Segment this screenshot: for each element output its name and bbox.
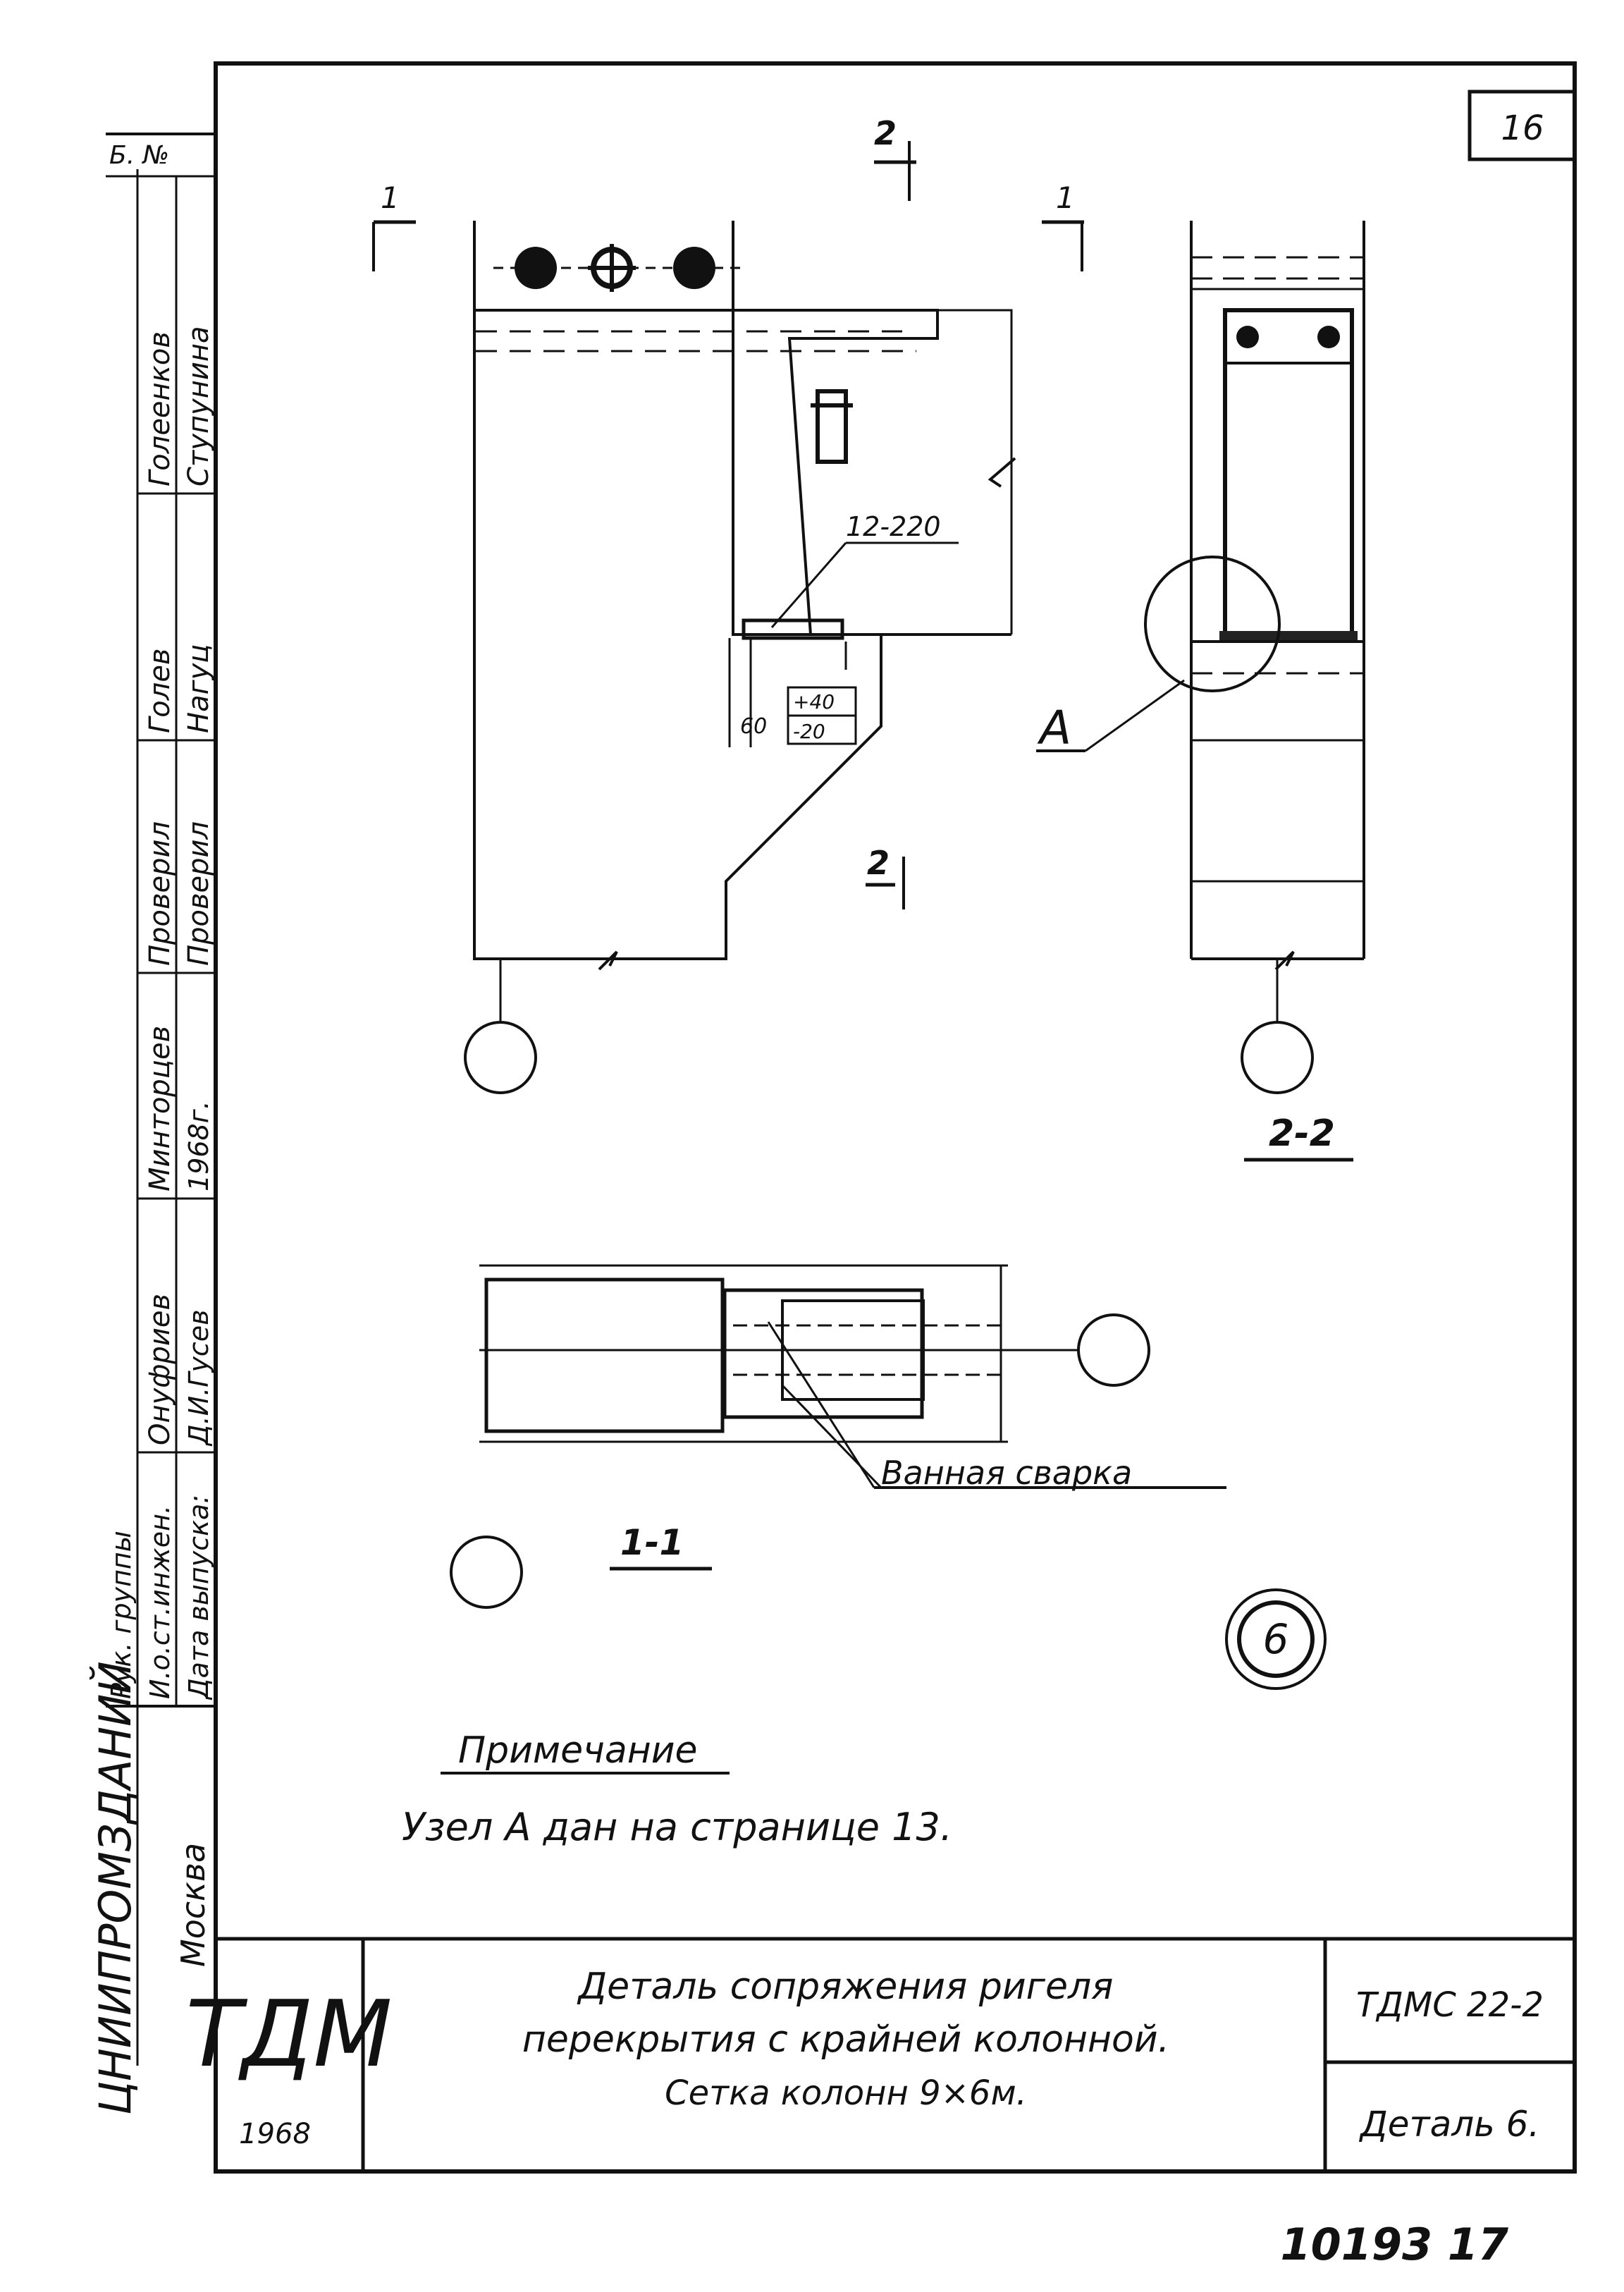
org-name: ЦНИИПРОМЗДАНИЙ bbox=[89, 1661, 141, 2115]
axis-bubble-plan-lower bbox=[450, 1536, 523, 1609]
axis-bubble-plan bbox=[1077, 1313, 1150, 1387]
section-1-left: 1 bbox=[381, 180, 400, 215]
axis-bubble-right bbox=[1241, 1021, 1314, 1094]
page-number-box bbox=[1468, 90, 1577, 161]
beam-end-section bbox=[732, 309, 939, 636]
section-2-bottom: 2 bbox=[867, 844, 890, 882]
rebar-label: 12-220 bbox=[846, 511, 941, 542]
embedded-plate bbox=[816, 389, 848, 464]
mark-inner-circle bbox=[1237, 1600, 1315, 1678]
stamp-col5-top: Онуфриев bbox=[144, 1294, 176, 1445]
weld-label: Ванная сварка bbox=[881, 1454, 1132, 1492]
inventory-label: Б. № bbox=[109, 141, 169, 170]
stamp-col1-top: Голеенков bbox=[144, 331, 176, 486]
title-year: 1968 bbox=[239, 2118, 311, 2150]
side-stamp: Б. № Голеенков Ступунина Голев Нагуц Про… bbox=[89, 133, 216, 2115]
dim-plus: +40 bbox=[793, 690, 835, 713]
stamp-col3-bottom: Проверил bbox=[183, 821, 215, 966]
note-text: Узел А дан на странице 13. bbox=[402, 1805, 952, 1849]
title-line-2: перекрытия с крайней колонной. bbox=[522, 2018, 1169, 2061]
stamp-role-3: Дата выпуска: bbox=[183, 1495, 214, 1700]
title-code: ТДМС 22-2 bbox=[1356, 1985, 1544, 2025]
node-a-circle bbox=[1144, 556, 1281, 692]
mark-outer-circle bbox=[1225, 1588, 1327, 1690]
beam-section-hatched bbox=[1223, 308, 1354, 637]
stamp-col2-bottom: Нагуц bbox=[183, 644, 215, 733]
archive-number: 10193 17 bbox=[1280, 2219, 1508, 2270]
mark-number: 6 bbox=[1263, 1615, 1289, 1663]
title-line-1: Деталь сопряжения ригеля bbox=[577, 1966, 1114, 2008]
stamp-col5-bottom: Д.И.Гусев bbox=[183, 1309, 214, 1447]
tdm-logo: ТДМ bbox=[185, 1980, 392, 2088]
node-a-label: А bbox=[1037, 701, 1071, 755]
section-2-2: А 2-2 bbox=[1036, 221, 1365, 1162]
stamp-col1-bottom: Ступунина bbox=[183, 326, 215, 486]
stamp-col4-top: Минторцев bbox=[144, 1026, 176, 1191]
org-city: Москва bbox=[174, 1843, 212, 1967]
section-2-top: 2 bbox=[874, 114, 897, 152]
axis-bubble-left bbox=[464, 1021, 537, 1094]
sheet-frame bbox=[214, 61, 1577, 2174]
view-1-1-label: 1-1 bbox=[620, 1522, 684, 1563]
page-number: 16 bbox=[1501, 109, 1544, 148]
note-heading: Примечание bbox=[458, 1729, 698, 1772]
dim-minus: -20 bbox=[793, 720, 825, 743]
stamp-col3-top: Проверил bbox=[144, 821, 176, 966]
stamp-col2-top: Голев bbox=[144, 648, 176, 733]
stamp-role-1: Рук. группы bbox=[106, 1531, 137, 1699]
dim-60: 60 bbox=[740, 714, 767, 739]
main-elevation: 12-220 60 +40 -20 bbox=[464, 221, 1016, 1094]
section-marks: 1 1 2 2 bbox=[372, 114, 1084, 909]
title-detail: Деталь 6. bbox=[1359, 2104, 1540, 2145]
section-1-right: 1 bbox=[1056, 180, 1075, 215]
column-hatched bbox=[484, 1277, 725, 1433]
view-2-2-label: 2-2 bbox=[1269, 1113, 1335, 1155]
title-line-3: Сетка колонн 9×6м. bbox=[665, 2073, 1027, 2113]
section-1-1: Ванная сварка 1-1 bbox=[450, 1264, 1226, 1609]
title-block: ТДМ 1968 Деталь сопряжения ригеля перекр… bbox=[185, 1937, 1575, 2171]
stamp-role-2: И.о.ст.инжен. bbox=[144, 1505, 176, 1699]
stamp-col4-bottom: 1968г. bbox=[183, 1101, 214, 1191]
